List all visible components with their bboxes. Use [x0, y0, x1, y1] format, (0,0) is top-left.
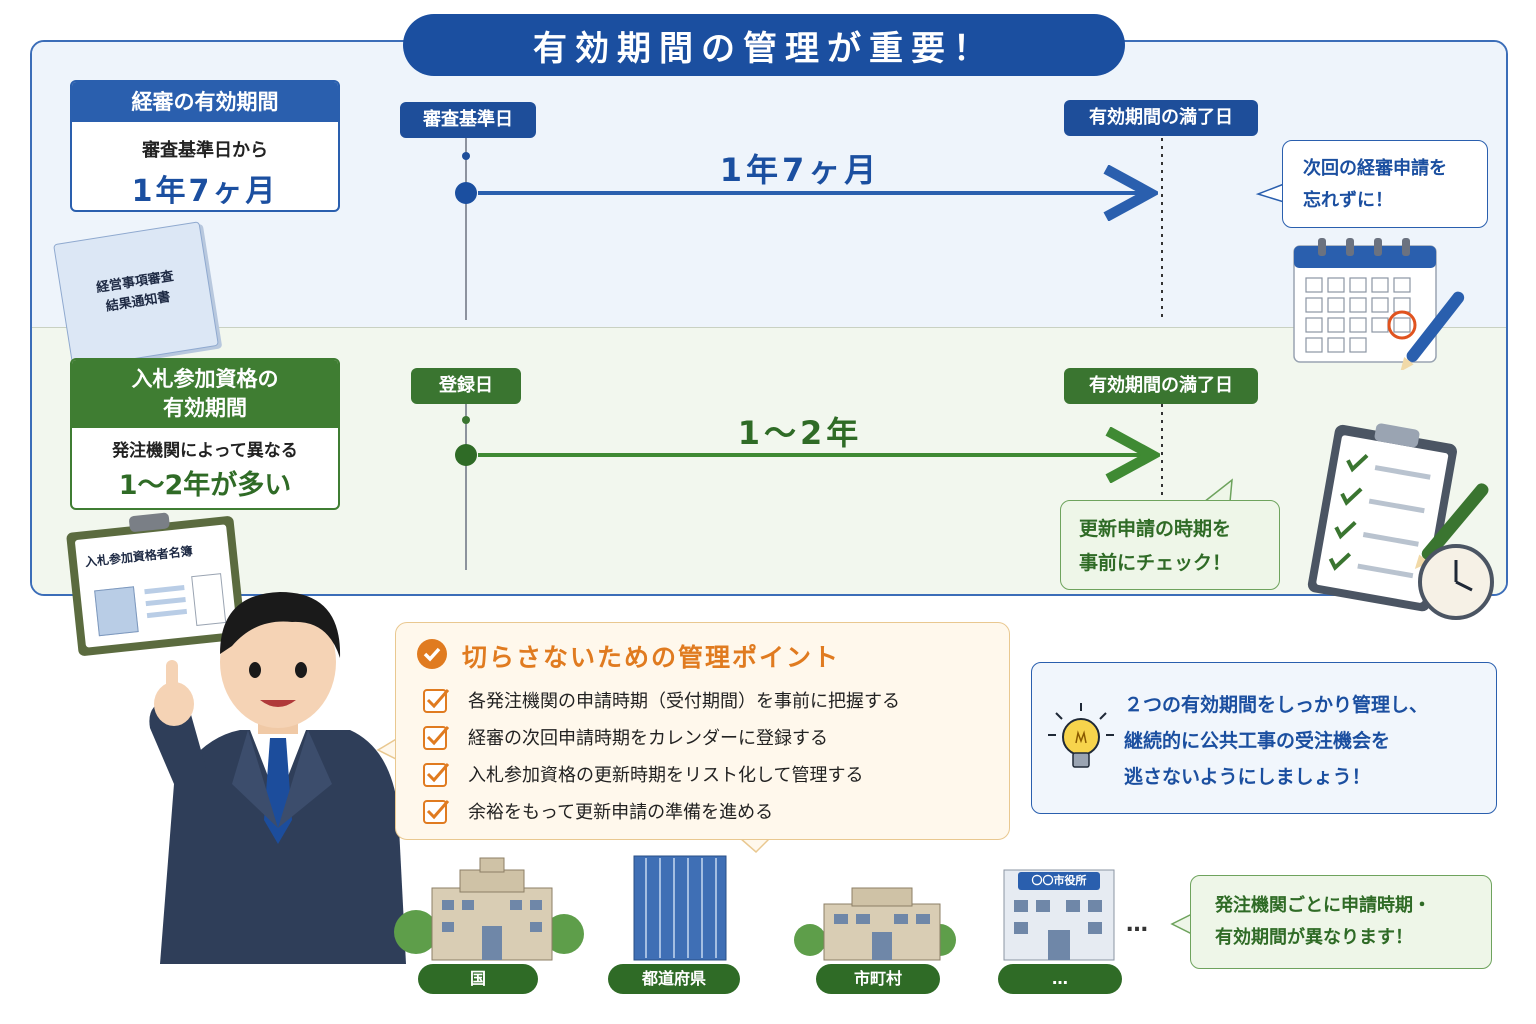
- nyusatsu-line2: 1～2年が多い: [118, 470, 292, 501]
- org-bubble-line2: 有効期間が異なります！: [1215, 927, 1413, 948]
- tip-line3: 逃さないようにしましょう！: [1124, 766, 1371, 788]
- nyusatsu-end-label: 有効期間の満了日: [1064, 368, 1258, 404]
- checkbox-icon: [423, 726, 450, 750]
- check-circle-icon: [417, 639, 447, 669]
- keishin-line2: 1年7ヶ月: [131, 174, 279, 209]
- nyusatsu-bubble-line1: 更新申請の時期を: [1079, 518, 1232, 540]
- point-item: 余裕をもって更新申請の準備を進める: [422, 796, 773, 826]
- tip-text: ２つの有効期間をしっかり管理し、 継続的に公共工事の受注機会を 逃さないようにし…: [1124, 687, 1428, 795]
- more-organizations-ellipsis: …: [1126, 912, 1148, 937]
- org-bubble-line1: 発注機関ごとに申請時期・: [1215, 895, 1431, 916]
- nyusatsu-header-line2: 有効期間: [163, 396, 247, 420]
- lightbulb-icon: [1048, 703, 1114, 768]
- point-item: 入札参加資格の更新時期をリスト化して管理する: [422, 759, 863, 789]
- keishin-bubble-line2: 忘れずに！: [1303, 190, 1393, 211]
- checkbox-icon: [423, 689, 450, 713]
- nyusatsu-span-label: 1～2年: [737, 414, 863, 452]
- checkbox-icon: [423, 763, 450, 787]
- keishin-line1: 審査基準日から: [142, 140, 268, 161]
- calendar-icon: [1293, 238, 1465, 370]
- city-hall-building-icon: [1003, 869, 1115, 961]
- prefecture-building-icon: [633, 855, 727, 961]
- keishin-info-box: 経審の有効期間 審査基準日から 1年7ヶ月: [70, 80, 340, 212]
- checklist-clipboard-icon: [1307, 423, 1494, 620]
- org-pill-prefecture: 都道府県: [608, 964, 740, 994]
- bidder-list-title: 入札参加資格者名簿: [84, 544, 194, 570]
- org-pill-other: …: [998, 964, 1122, 994]
- keishin-start-dot: [455, 182, 477, 204]
- municipal-building-icon: [794, 887, 956, 961]
- keishin-document-icon: 経営事項審査 結果通知書: [53, 221, 219, 369]
- nyusatsu-start-tick: [462, 416, 470, 424]
- keishin-bubble-tail: [1255, 182, 1285, 204]
- point-item-text: 余裕をもって更新申請の準備を進める: [468, 802, 774, 823]
- city-hall-sign: 〇〇市役所: [1031, 874, 1087, 887]
- points-title: 切らさないための管理ポイント: [462, 643, 841, 672]
- keishin-start-label: 審査基準日: [400, 102, 536, 138]
- org-pill-municipality: 市町村: [816, 964, 940, 994]
- nyusatsu-reminder-bubble: 更新申請の時期を 事前にチェック！: [1060, 500, 1280, 590]
- management-points-box: 切らさないための管理ポイント 各発注機関の申請時期（受付期間）を事前に把握する …: [395, 622, 1010, 840]
- keishin-bubble-line1: 次回の経審申請を: [1303, 158, 1447, 179]
- tip-box: ２つの有効期間をしっかり管理し、 継続的に公共工事の受注機会を 逃さないようにし…: [1031, 662, 1497, 814]
- point-item: 経審の次回申請時期をカレンダーに登録する: [422, 722, 828, 752]
- nyusatsu-start-label: 登録日: [411, 368, 521, 404]
- keishin-header: 経審の有効期間: [72, 82, 338, 122]
- point-item-text: 経審の次回申請時期をカレンダーに登録する: [468, 728, 828, 749]
- checkbox-icon: [423, 800, 450, 824]
- keishin-reminder-bubble: 次回の経審申請を 忘れずに！: [1282, 140, 1488, 228]
- tip-line2: 継続的に公共工事の受注機会を: [1124, 730, 1391, 752]
- nyusatsu-bubble-tail: [1201, 478, 1233, 503]
- tip-line1: ２つの有効期間をしっかり管理し、: [1124, 694, 1429, 716]
- point-item: 各発注機関の申請時期（受付期間）を事前に把握する: [422, 685, 900, 715]
- nyusatsu-header-line1: 入札参加資格の: [131, 367, 279, 391]
- keishin-start-tick: [462, 152, 470, 160]
- keishin-span-label: 1年7ヶ月: [719, 151, 881, 189]
- org-bubble-tail: [1170, 912, 1193, 936]
- nyusatsu-start-dot: [455, 444, 477, 466]
- nyusatsu-bubble-line2: 事前にチェック！: [1079, 552, 1232, 574]
- nyusatsu-info-box: 入札参加資格の 有効期間 発注機関によって異なる 1～2年が多い: [70, 358, 340, 510]
- point-item-text: 入札参加資格の更新時期をリスト化して管理する: [468, 765, 864, 786]
- businessman-illustration: [149, 592, 406, 964]
- buildings-illustration: [394, 855, 1115, 961]
- organization-bubble: 発注機関ごとに申請時期・ 有効期間が異なります！: [1190, 875, 1492, 969]
- main-title: 有効期間の管理が重要！: [403, 14, 1125, 76]
- point-item-text: 各発注機関の申請時期（受付期間）を事前に把握する: [468, 691, 900, 712]
- keishin-end-label: 有効期間の満了日: [1064, 100, 1258, 136]
- org-pill-national: 国: [418, 964, 538, 994]
- national-building-icon: [394, 857, 584, 961]
- nyusatsu-line1: 発注機関によって異なる: [112, 441, 298, 461]
